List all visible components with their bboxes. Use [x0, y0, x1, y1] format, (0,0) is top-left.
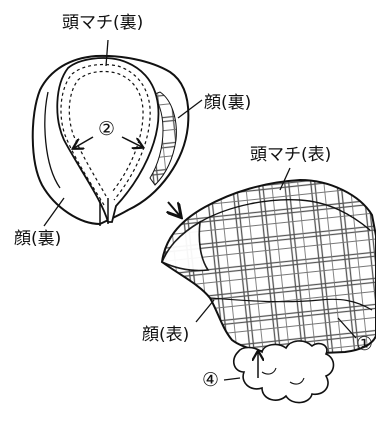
leader-face-lining-left — [43, 197, 65, 227]
yarn-tuft — [232, 340, 335, 404]
label-face-lining-left: 顔(裏) — [14, 228, 61, 249]
label-face-outer: 顔(表) — [142, 325, 189, 345]
step-2-arrow-left — [74, 136, 94, 148]
step-4-mark: ④ — [202, 369, 219, 391]
outer-assembly: ④ ① — [160, 167, 376, 404]
hat-outer-body — [160, 178, 376, 356]
head-gusset-lining — [56, 57, 160, 223]
leader-face-outer — [195, 299, 215, 323]
step-2-arrow-right — [121, 136, 142, 147]
stitch-line-outer — [60, 63, 151, 206]
leader-head-gusset-outer — [279, 167, 291, 191]
lower-seam — [209, 297, 373, 311]
face-outer-seam — [160, 220, 210, 272]
face-lining-plaid-edge — [149, 91, 177, 186]
yarn-curl-2 — [289, 377, 305, 385]
label-head-gusset-lining: 頭マチ(裏) — [62, 12, 143, 33]
leader-head-gusset-lining — [105, 39, 109, 67]
side-panel-seam — [199, 198, 371, 231]
label-face-lining-right: 顔(裏) — [204, 92, 251, 113]
step-1-mark: ① — [356, 333, 373, 355]
leader-step-1 — [337, 317, 357, 339]
leader-face-lining-right — [177, 99, 203, 119]
step-2-mark: ② — [98, 118, 115, 140]
face-lining-crease — [44, 91, 61, 189]
direction-arrow — [168, 201, 180, 216]
lining-assembly: ② — [31, 39, 203, 227]
label-head-gusset-outer: 頭マチ(表) — [250, 145, 331, 165]
yarn-curl-1 — [261, 367, 277, 375]
step-4-leader — [223, 377, 241, 381]
center-seam — [99, 198, 109, 226]
